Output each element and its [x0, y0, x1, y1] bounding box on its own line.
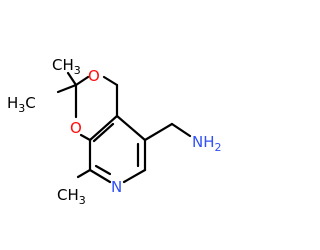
methyl-label-left: H3C: [7, 94, 36, 115]
bond-c5-ch2: [143, 122, 174, 142]
chemical-structure: CH3 H3C O O N CH3 NH2: [7, 56, 222, 207]
bond-cq-methyl-top: [66, 71, 78, 87]
bond-obottom-c8a: [79, 133, 92, 142]
bond-ch2-nh2: [170, 122, 192, 138]
methyl-label-bottom: CH3: [57, 186, 86, 207]
bond-cq-methyl-left: [56, 83, 78, 94]
bond-n-c6: [122, 168, 147, 184]
bond-c4a-c8a: [88, 114, 119, 142]
bond-c8-methyl: [76, 168, 92, 179]
oxygen-label-top: O: [88, 67, 100, 85]
bond-c8-n: [88, 168, 112, 184]
bond-otop-ch2: [102, 75, 119, 87]
nitrogen-label-ring: N: [111, 178, 122, 196]
bond-cq-otop: [74, 75, 90, 87]
oxygen-label-bottom: O: [70, 119, 82, 137]
amine-label: NH2: [192, 133, 222, 154]
bond-c5-c4a: [115, 114, 147, 142]
bond-c4a-c8a-inner: [92, 122, 115, 143]
bond-lines: [56, 71, 192, 184]
bond-c8-n-inner: [94, 164, 112, 176]
methyl-label-top: CH3: [52, 56, 81, 77]
